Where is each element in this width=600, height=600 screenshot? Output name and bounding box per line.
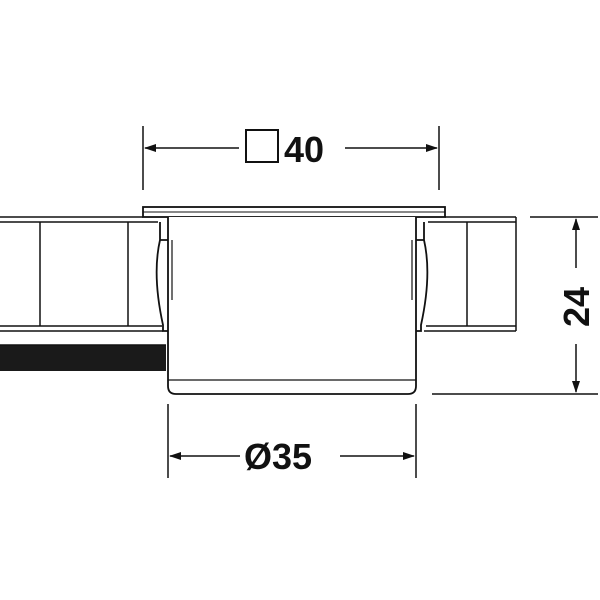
bottom-dimension [167, 404, 417, 478]
right-dimension-label: 24 [556, 287, 597, 327]
bottom-dimension-label: Ø35 [244, 436, 312, 477]
cup-body [167, 217, 417, 395]
right-panel-assembly [424, 216, 598, 395]
left-panel-assembly [0, 216, 163, 332]
left-spring-clip [155, 222, 168, 332]
top-dimension-label: 40 [284, 129, 324, 170]
top-dimension [142, 126, 440, 190]
right-spring-clip [416, 222, 429, 332]
left-base-panel [0, 345, 166, 371]
right-dimension [530, 216, 598, 393]
square-symbol-icon [245, 129, 279, 163]
cup-insert [142, 206, 446, 395]
